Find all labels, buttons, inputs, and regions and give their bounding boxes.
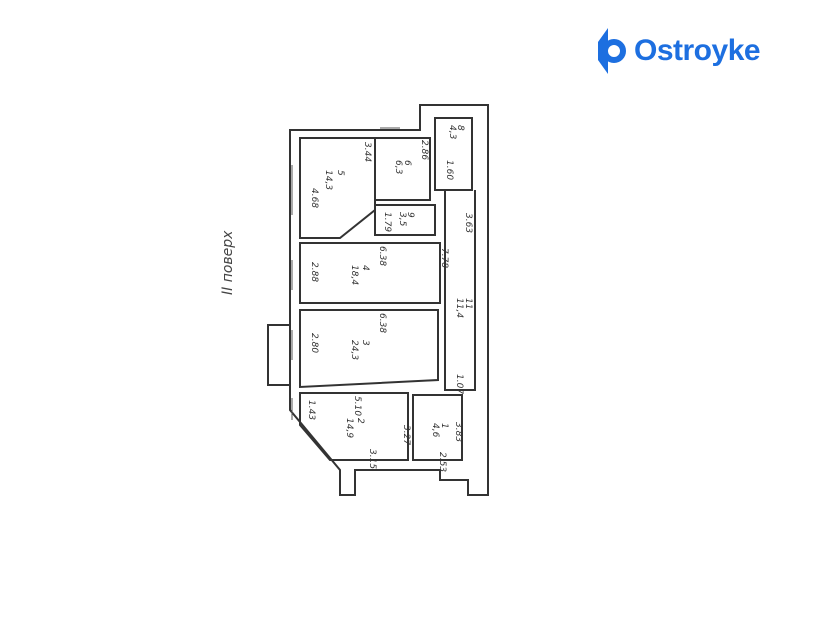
dimension-labels: 4.68 3.44 2.88 6.38 6.38 2.80 1.43 5.10 …: [306, 140, 473, 472]
brand-logo: Ostroyke: [594, 26, 761, 76]
dimension: 3.15: [367, 449, 377, 469]
room-area: 24,3: [349, 340, 359, 360]
dimension: 3.27: [401, 425, 411, 445]
room-number: 3: [360, 340, 370, 346]
ostroyke-logo-icon: [598, 28, 626, 74]
room-area: 18,4: [349, 265, 359, 285]
dimension: 7.78: [439, 248, 449, 268]
dimension: 1.60: [444, 160, 454, 180]
room-number: 4: [360, 265, 370, 271]
outer-wall: [289, 104, 489, 496]
dimension: 2.86: [419, 140, 429, 160]
dimension: 2.88: [309, 262, 319, 282]
balcony: [267, 324, 290, 386]
room-number: 8: [455, 125, 465, 131]
floor-label: ІІ поверх: [220, 230, 236, 295]
brand-name: Ostroyke: [634, 34, 761, 67]
dimension: 3.83: [453, 422, 463, 442]
room-area: 3,5: [397, 212, 407, 227]
dimension: 3.63: [463, 213, 473, 233]
room-area: 4,3: [447, 125, 457, 140]
room-number: 5: [335, 170, 345, 176]
room-labels: 5 14,3 6 6,3 8 4,3 9 3,5 4 18,4 3 24,3 2…: [323, 125, 473, 438]
dimension: 1.43: [306, 400, 316, 420]
dimension: 3.44: [362, 142, 372, 162]
room-area: 6,3: [393, 160, 403, 175]
dimension: 5.10: [352, 396, 362, 416]
room-number: 6: [402, 160, 412, 166]
dimension: 1.07: [454, 374, 464, 394]
room-area: 11,4: [454, 298, 464, 318]
dimension: 6.38: [377, 246, 387, 266]
room-number: 2: [355, 418, 365, 424]
dimension: 4.68: [309, 188, 319, 208]
room-area: 4,6: [430, 423, 440, 438]
dimension: 2.53: [437, 452, 447, 472]
dimension: 2.80: [309, 333, 319, 353]
room-area: 14,3: [323, 170, 333, 190]
room-number: 11: [463, 298, 473, 309]
dimension: 1.79: [382, 212, 392, 232]
room-number: 1: [439, 423, 449, 429]
room-number: 9: [405, 212, 415, 218]
room-area: 14,9: [344, 418, 354, 438]
dimension: 6.38: [377, 313, 387, 333]
